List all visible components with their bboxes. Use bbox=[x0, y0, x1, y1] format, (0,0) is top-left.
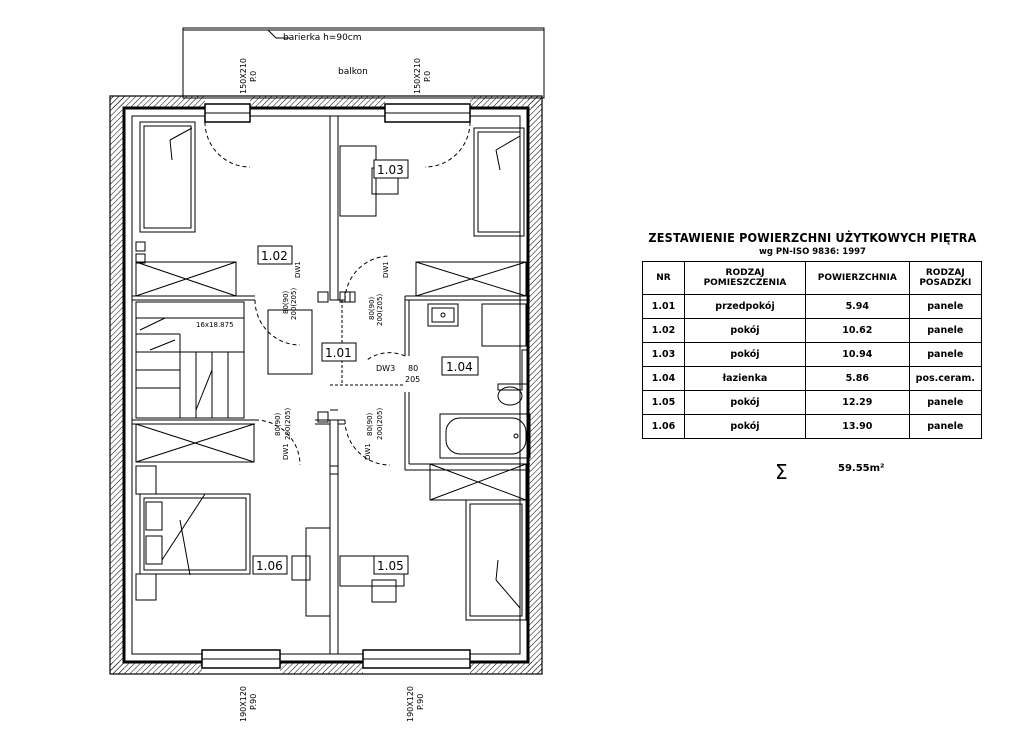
table-row: 1.01 przedpokój 5.94 panele bbox=[641, 294, 983, 319]
cell-area: 12.29 bbox=[804, 390, 910, 415]
door-tag-dw3: DW3 bbox=[376, 364, 395, 373]
room-label-103: 1.03 bbox=[377, 163, 404, 177]
exterior-wall bbox=[109, 95, 543, 675]
door-tag-dw1-d-dims2: 200(205) bbox=[376, 408, 384, 440]
sum-symbol: Σ bbox=[775, 460, 788, 484]
table-title: ZESTAWIENIE POWIERZCHNI UŻYTKOWYCH PIĘTR… bbox=[648, 230, 977, 245]
room-label-106: 1.06 bbox=[256, 559, 283, 573]
railing-label: barierka h=90cm bbox=[283, 33, 362, 43]
header-room-type-2: POMIESZCZENIA bbox=[703, 278, 787, 288]
table-row: 1.06 pokój 13.90 panele bbox=[641, 414, 983, 439]
cell-nr: 1.03 bbox=[641, 342, 686, 367]
cell-floor: pos.ceram. bbox=[908, 366, 983, 391]
table-row: 1.03 pokój 10.94 panele bbox=[641, 342, 983, 367]
door-tag-dw3-h: 205 bbox=[405, 375, 420, 384]
door-w1-size: 150X210 bbox=[239, 58, 248, 94]
header-floor: RODZAJ POSADZKI bbox=[908, 261, 983, 295]
header-nr: NR bbox=[641, 261, 686, 295]
header-floor-2: POSADZKI bbox=[919, 278, 972, 288]
staircase: 16x18.875 bbox=[135, 301, 313, 419]
door-tag-dw1-a-dims2: 200(205) bbox=[290, 288, 298, 320]
cell-floor: panele bbox=[908, 342, 983, 367]
table-subtitle: wg PN-ISO 9836: 1997 bbox=[759, 247, 866, 257]
area-sum: Σ 59.55m² bbox=[640, 460, 980, 484]
cell-type: łazienka bbox=[684, 366, 806, 391]
door-w1-sill: P.0 bbox=[249, 71, 258, 82]
door-tag-dw1-d-dims: 80(90) bbox=[366, 412, 374, 436]
table-row: 1.04 łazienka 5.86 pos.ceram. bbox=[641, 366, 983, 391]
cell-nr: 1.05 bbox=[641, 390, 686, 415]
cell-floor: panele bbox=[908, 414, 983, 439]
header-room-type-1: RODZAJ bbox=[725, 268, 765, 278]
balcony-label: balkon bbox=[338, 67, 368, 77]
cell-area: 10.62 bbox=[804, 318, 910, 343]
cell-nr: 1.01 bbox=[641, 294, 686, 319]
cell-type: pokój bbox=[684, 342, 806, 367]
bathroom-fixtures bbox=[427, 303, 531, 459]
cell-floor: panele bbox=[908, 390, 983, 415]
window-s2-sill: P.90 bbox=[416, 694, 425, 710]
area-summary: ZESTAWIENIE POWIERZCHNI UŻYTKOWYCH PIĘTR… bbox=[640, 230, 985, 484]
door-tag-dw1-b-dims2: 200(205) bbox=[376, 294, 384, 326]
door-w2-size: 150X210 bbox=[413, 58, 422, 94]
door-tag-dw1-a-dims: 80(90) bbox=[282, 290, 290, 314]
room-label-104: 1.04 bbox=[446, 360, 473, 374]
cell-type: pokój bbox=[684, 318, 806, 343]
door-tag-dw3-w: 80 bbox=[408, 364, 418, 373]
area-table: NR RODZAJ POMIESZCZENIA POWIERZCHNIA ROD… bbox=[641, 261, 983, 439]
header-area: POWIERZCHNIA bbox=[804, 261, 910, 295]
window-s2-size: 190X120 bbox=[406, 686, 415, 722]
door-tag-dw1-b: DW1 bbox=[382, 261, 390, 278]
table-row: 1.05 pokój 12.29 panele bbox=[641, 390, 983, 415]
cell-floor: panele bbox=[908, 318, 983, 343]
header-room-type: RODZAJ POMIESZCZENIA bbox=[684, 261, 806, 295]
cell-type: przedpokój bbox=[684, 294, 806, 319]
stairs-label: 16x18.875 bbox=[196, 321, 234, 329]
furniture-room-105 bbox=[339, 463, 527, 621]
door-tag-dw1-c-dims2: 200(205) bbox=[284, 408, 292, 440]
cell-area: 5.86 bbox=[804, 366, 910, 391]
door-w2-sill: P.0 bbox=[423, 71, 432, 82]
cell-type: pokój bbox=[684, 414, 806, 439]
room-label-101: 1.01 bbox=[325, 346, 352, 360]
bed-room-102 bbox=[135, 121, 237, 297]
door-tag-dw1-c-dims: 80(90) bbox=[274, 412, 282, 436]
cell-area: 10.94 bbox=[804, 342, 910, 367]
cell-nr: 1.02 bbox=[641, 318, 686, 343]
cell-type: pokój bbox=[684, 390, 806, 415]
table-header-row: NR RODZAJ POMIESZCZENIA POWIERZCHNIA ROD… bbox=[641, 261, 983, 295]
door-tag-dw1-c: DW1 bbox=[282, 443, 290, 460]
window-s1-sill: P.90 bbox=[249, 694, 258, 710]
door-tag-dw1-b-dims: 80(90) bbox=[368, 296, 376, 320]
cell-area: 5.94 bbox=[804, 294, 910, 319]
room-label-102: 1.02 bbox=[261, 249, 288, 263]
cell-nr: 1.06 bbox=[641, 414, 686, 439]
floor-plan: barierka h=90cm balkon 150X210 P.0 150X2… bbox=[109, 27, 545, 722]
room-label-105: 1.05 bbox=[377, 559, 404, 573]
door-tag-dw1-a: DW1 bbox=[294, 261, 302, 278]
header-floor-1: RODZAJ bbox=[925, 268, 965, 278]
furniture-room-106 bbox=[135, 423, 331, 617]
door-tag-dw1-d: DW1 bbox=[364, 443, 372, 460]
furniture-room-103 bbox=[339, 127, 527, 297]
cell-floor: panele bbox=[908, 294, 983, 319]
balcony: barierka h=90cm balkon bbox=[182, 27, 545, 99]
cell-nr: 1.04 bbox=[641, 366, 686, 391]
table-row: 1.02 pokój 10.62 panele bbox=[641, 318, 983, 343]
sum-value: 59.55m² bbox=[838, 463, 885, 474]
window-s1-size: 190X120 bbox=[239, 686, 248, 722]
cell-area: 13.90 bbox=[804, 414, 910, 439]
